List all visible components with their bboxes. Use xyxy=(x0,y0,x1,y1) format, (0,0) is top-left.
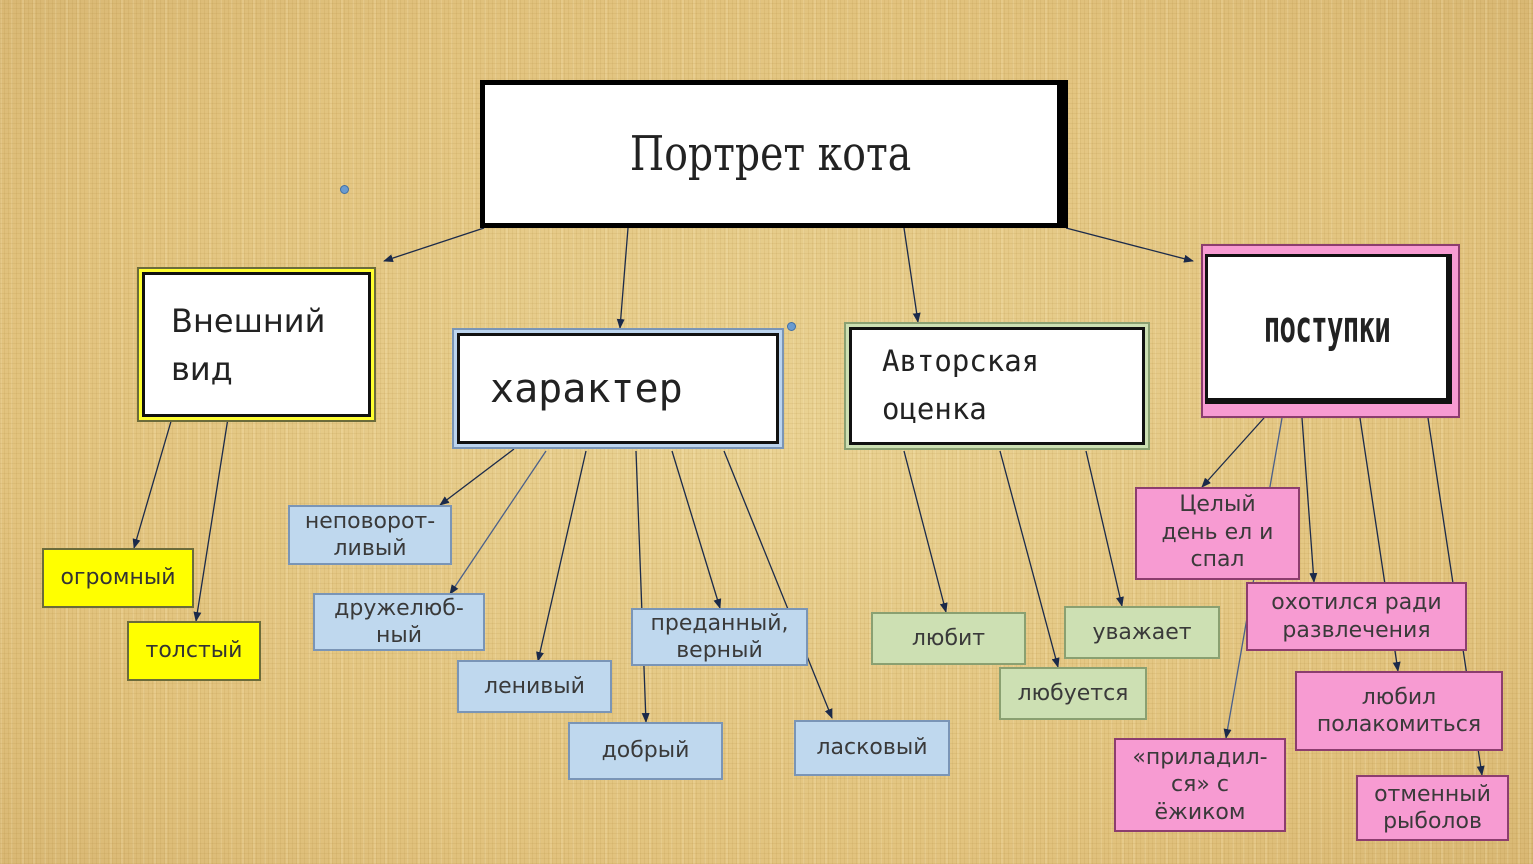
arrow-dobry xyxy=(635,450,650,723)
character-item-nepovorotlivy: неповорот- ливый xyxy=(288,505,452,565)
arrow-tolsty xyxy=(193,417,229,622)
arrow-druzhelyubny xyxy=(449,450,547,595)
arrow-uvazhaet xyxy=(1085,450,1124,607)
action-item-priladilsya: «приладил- ся» с ёжиком xyxy=(1114,738,1286,832)
character-item-laskovy: ласковый xyxy=(794,720,950,776)
arrow-title-character xyxy=(616,227,629,329)
category-actions-label: поступки xyxy=(1263,302,1391,353)
arrow-title-actions xyxy=(1065,227,1194,263)
title-box: Портрет кота xyxy=(480,80,1068,228)
handle-dot xyxy=(340,185,349,194)
arrow-nepovorotlivy xyxy=(439,448,515,506)
character-item-predanny: преданный, верный xyxy=(631,608,808,666)
author-item-lyubit: любит xyxy=(871,612,1026,665)
arrow-laskovy xyxy=(723,450,833,719)
author-item-uvazhaet: уважает xyxy=(1064,606,1220,659)
action-item-okhotilsya: охотился ради развлечения xyxy=(1246,582,1467,651)
appearance-item-tolsty: толстый xyxy=(127,621,261,681)
arrow-predanny xyxy=(671,450,722,609)
action-item-lyubil: любил полакомиться xyxy=(1295,671,1503,751)
category-appearance-label: Внешний вид xyxy=(171,301,326,388)
arrow-lyubit xyxy=(903,450,948,613)
title-text: Портрет кота xyxy=(630,126,912,182)
category-author-label: Авторская оценка xyxy=(882,344,1040,426)
arrow-okhotilsya xyxy=(1301,417,1318,583)
arrow-lyubuetsya xyxy=(999,450,1060,668)
character-item-dobry: добрый xyxy=(568,722,723,780)
handle-dot xyxy=(787,322,796,331)
character-item-lenivy: ленивый xyxy=(457,660,612,713)
appearance-item-ogromny: огромный xyxy=(42,548,194,608)
category-character-label: характер xyxy=(490,365,683,412)
author-item-lyubuetsya: любуется xyxy=(999,667,1147,720)
arrow-ogromny xyxy=(132,417,173,549)
category-author: Авторская оценка xyxy=(844,322,1150,450)
arrow-tsely-den xyxy=(1201,417,1265,488)
action-item-tsely-den: Целый день ел и спал xyxy=(1135,487,1300,580)
character-item-druzhelyubny: дружелюб- ный xyxy=(313,593,485,651)
arrow-lenivy xyxy=(536,450,587,662)
category-character: характер xyxy=(452,328,784,449)
category-appearance: Внешний вид xyxy=(137,267,376,422)
category-actions: поступки xyxy=(1201,244,1460,418)
action-item-rybolov: отменный рыболов xyxy=(1356,775,1509,841)
arrow-title-author xyxy=(903,227,921,323)
arrow-title-appearance xyxy=(383,227,485,262)
